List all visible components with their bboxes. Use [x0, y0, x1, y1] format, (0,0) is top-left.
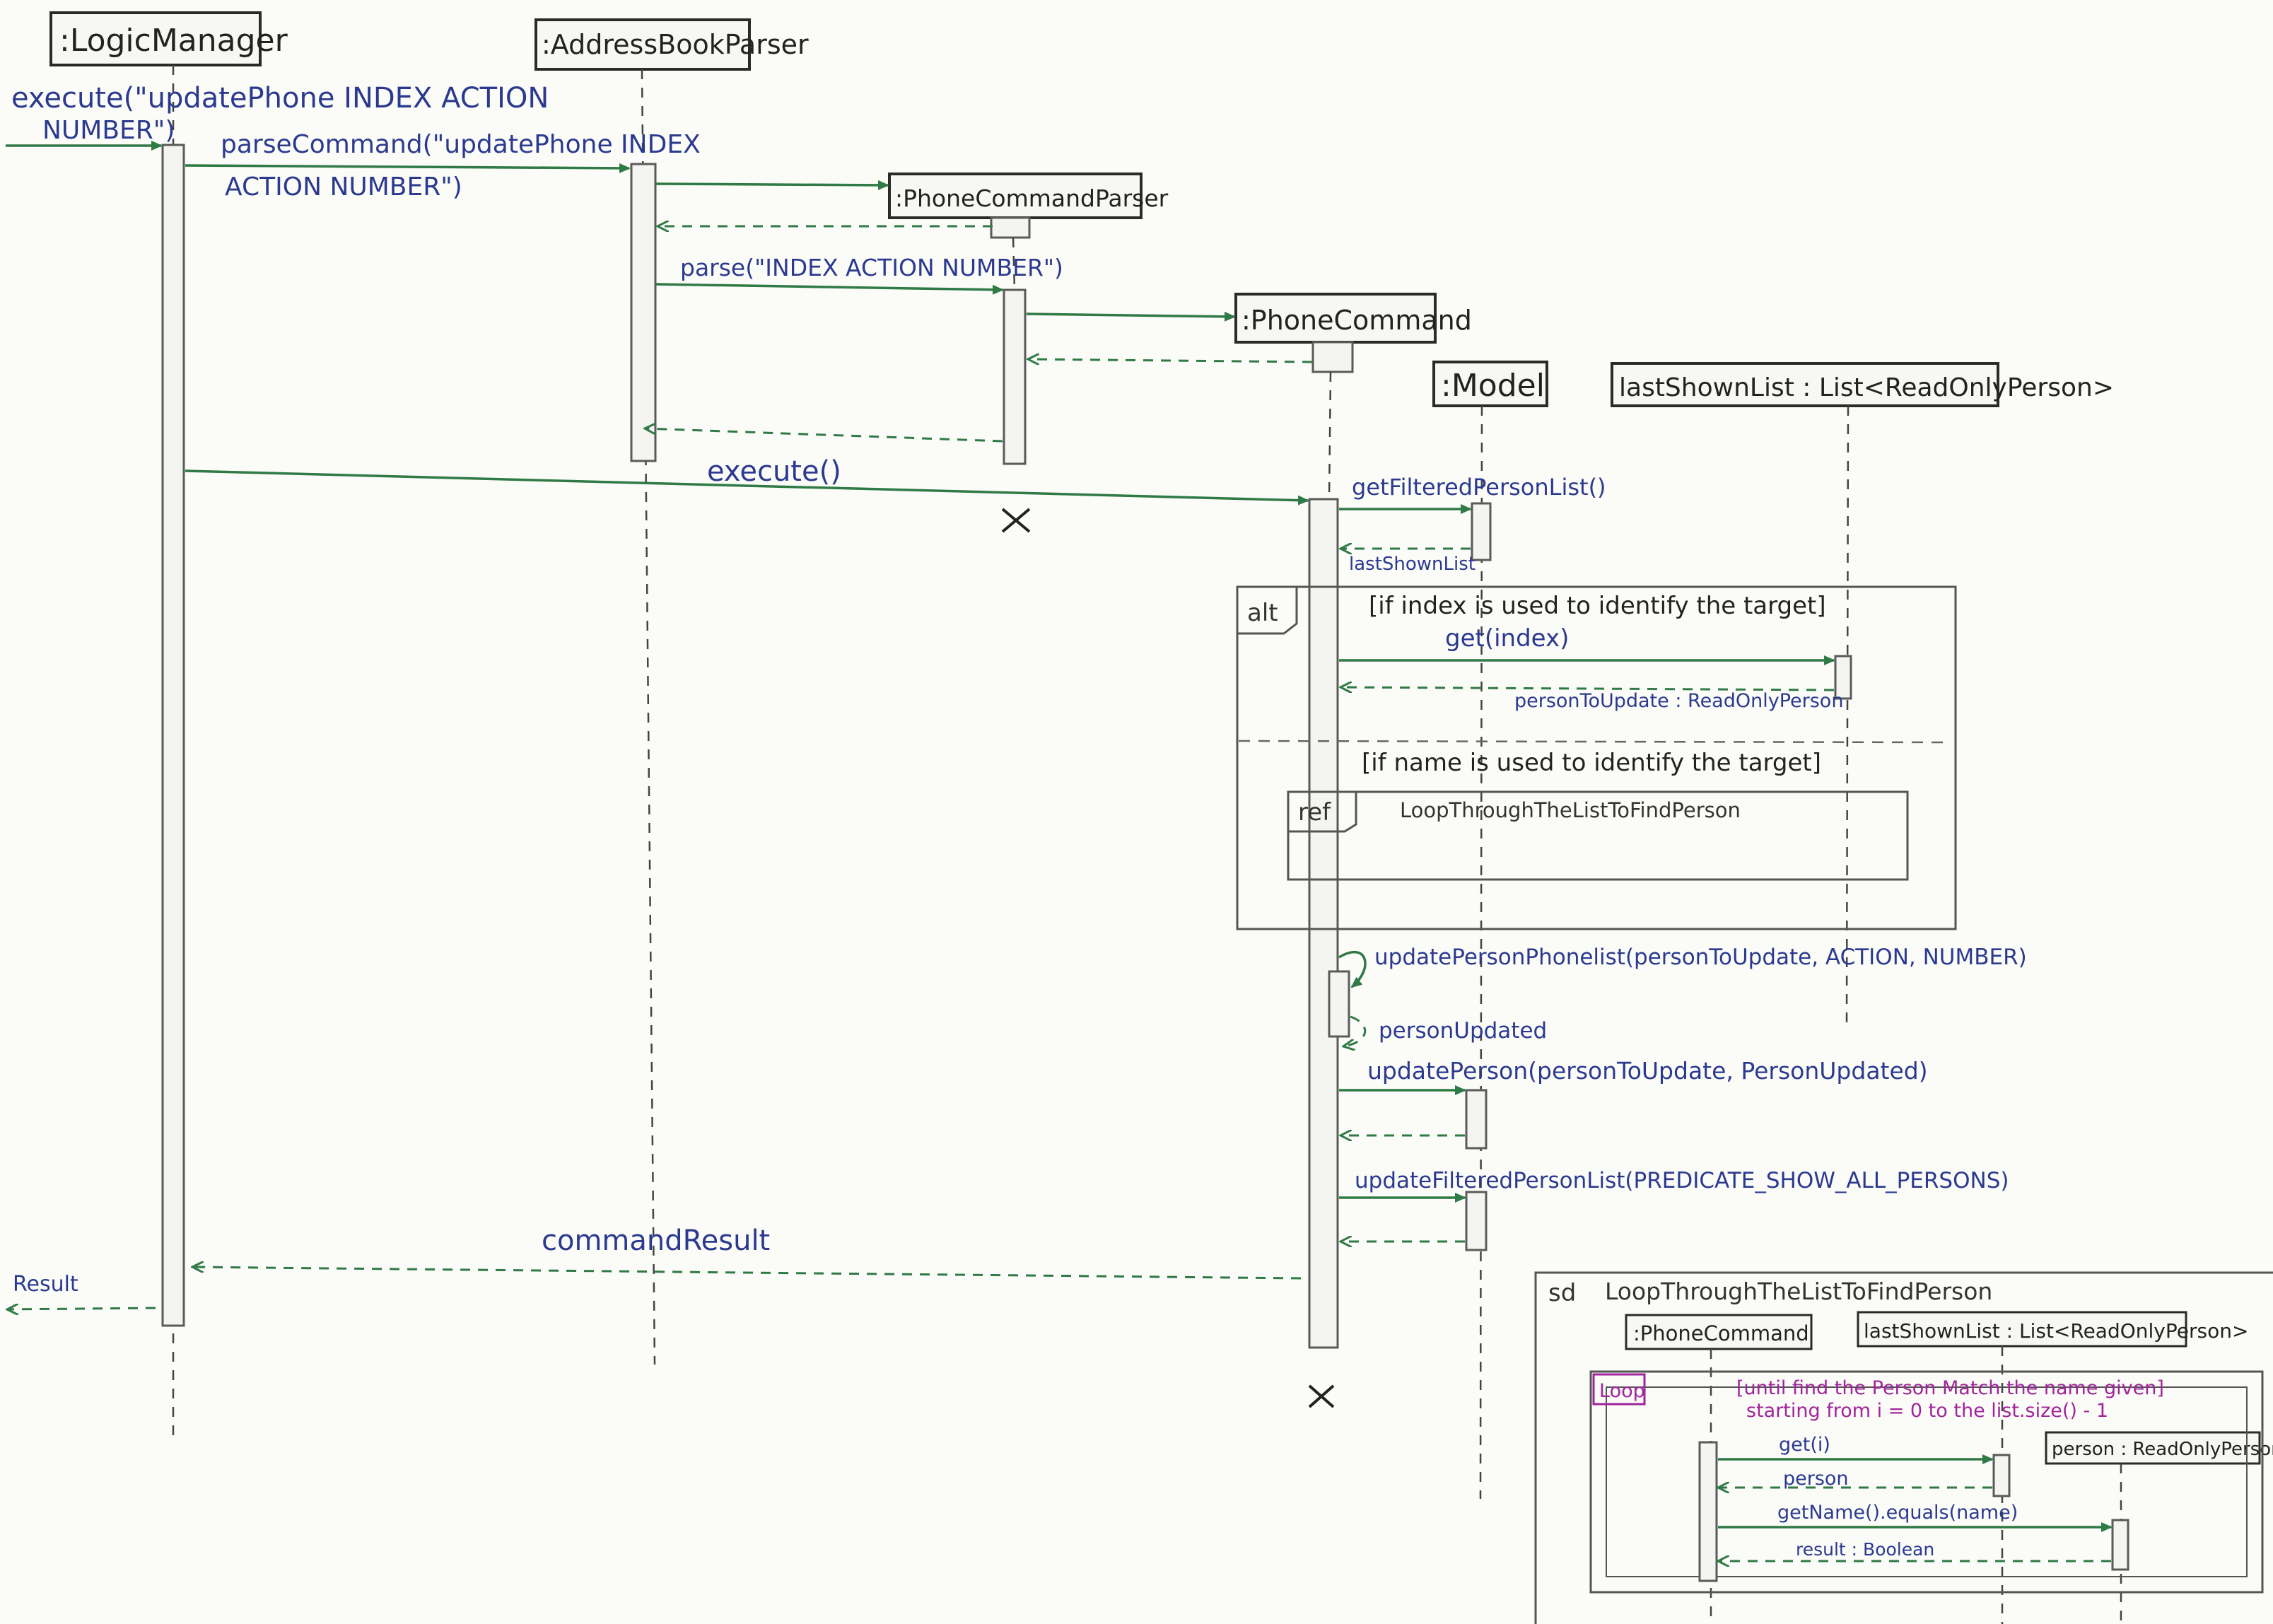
alt-frame-tag: alt [1247, 599, 1278, 627]
message-update-filtered-label: updateFilteredPersonList(PREDICATE_SHOW_… [1355, 1168, 2009, 1193]
sd-last-shown-list-label: lastShownList : List<ReadOnlyPerson> [1864, 1319, 2248, 1343]
return-person-to-update: personToUpdate : ReadOnlyPerson [1340, 687, 1843, 712]
lifeline-address-book-parser: :AddressBookParser [534, 18, 809, 1365]
loop-tag-box [1592, 1373, 1646, 1406]
return-result: Result [7, 1272, 156, 1309]
ref-frame-name: LoopThroughTheListToFindPerson [1400, 798, 1741, 822]
sd-frame-tag: sd [1548, 1279, 1576, 1307]
sd-phone-command-label: :PhoneCommand [1633, 1321, 1809, 1345]
message-update-phonelist-label: updatePersonPhonelist(personToUpdate, AC… [1374, 945, 2027, 970]
message-get-filtered-person-list: getFilteredPersonList() [1339, 474, 1606, 514]
activation-model-3 [1465, 1191, 1488, 1251]
sd-activation-person [2111, 1519, 2129, 1571]
message-update-person: updatePerson(personToUpdate, PersonUpdat… [1339, 1057, 1928, 1095]
loop-tag: Loop [1599, 1380, 1645, 1402]
return-person-updated: personUpdated [1343, 1015, 1547, 1046]
sd-message-get-i-label: get(i) [1779, 1434, 1830, 1456]
sd-return-person-label: person [1783, 1468, 1849, 1490]
return-command-result-label: commandResult [542, 1225, 770, 1257]
activation-address-book-parser [630, 163, 657, 462]
sd-return-result-label: result : Boolean [1796, 1539, 1934, 1560]
message-get-index-label: get(index) [1445, 624, 1569, 653]
lifeline-model-label: :Model [1441, 368, 1545, 404]
lifeline-phone-command-label: :PhoneCommand [1241, 305, 1472, 336]
activation-logic-manager [161, 144, 185, 1327]
message-execute-in-label-2: NUMBER") [42, 116, 175, 145]
message-parse-command-label-2: ACTION NUMBER") [225, 173, 462, 201]
ref-frame-tag: ref [1298, 798, 1331, 826]
message-create-phone-command-parser [655, 180, 889, 190]
destroy-phone-command [1308, 1384, 1335, 1408]
message-execute-in: execute("updatePhone INDEX ACTION NUMBER… [6, 82, 549, 151]
message-create-phone-command [1026, 311, 1236, 322]
message-execute: execute() [185, 455, 1309, 506]
return-phone-command [1028, 359, 1313, 362]
message-update-person-phonelist: updatePersonPhonelist(personToUpdate, AC… [1338, 945, 2027, 988]
lifeline-phone-command-parser-label: :PhoneCommandParser [895, 185, 1169, 212]
return-command-result: commandResult [192, 1225, 1302, 1280]
alt-guard-1: [if index is used to identify the target… [1369, 592, 1826, 620]
loop-frame [1589, 1370, 2264, 1594]
message-execute-in-label-1: execute("updatePhone INDEX ACTION [11, 82, 549, 115]
return-last-shown-list: lastShownList [1340, 549, 1476, 575]
activation-model-1 [1471, 502, 1492, 561]
message-update-person-label: updatePerson(personToUpdate, PersonUpdat… [1367, 1057, 1928, 1085]
lifeline-logic-manager: :LogicManager [49, 11, 288, 1442]
sd-frame-name: LoopThroughTheListToFindPerson [1605, 1278, 1992, 1305]
lifeline-last-shown-list-label: lastShownList : List<ReadOnlyPerson> [1619, 373, 2114, 402]
activation-model-2 [1465, 1089, 1488, 1150]
activation-phone-command-self [1328, 970, 1350, 1038]
sd-message-get-name-label: getName().equals(name) [1777, 1502, 2018, 1524]
lifeline-address-book-parser-label: :AddressBookParser [542, 29, 809, 60]
message-parse-label: parse("INDEX ACTION NUMBER") [680, 254, 1063, 281]
lifeline-phone-command: :PhoneCommand [1234, 293, 1472, 1408]
lifeline-last-shown-list: lastShownList : List<ReadOnlyPerson> [1611, 362, 2114, 1026]
message-update-filtered-person-list: updateFilteredPersonList(PREDICATE_SHOW_… [1339, 1168, 2009, 1203]
loop-guard-1: [until find the Person Match the name gi… [1736, 1377, 2164, 1399]
lifeline-phone-command-parser: :PhoneCommandParser [888, 173, 1169, 533]
return-result-label: Result [13, 1272, 78, 1297]
activation-phone-command [1308, 498, 1339, 1349]
activation-last-shown-list [1834, 655, 1852, 700]
message-get-filtered-label: getFilteredPersonList() [1352, 474, 1606, 501]
message-parse: parse("INDEX ACTION NUMBER") [655, 254, 1063, 295]
return-person-to-update-label: personToUpdate : ReadOnlyPerson [1514, 690, 1843, 712]
message-parse-command: parseCommand("updatePhone INDEX ACTION N… [185, 130, 701, 201]
sd-person-label: person : ReadOnlyPerson [2052, 1439, 2273, 1460]
return-person-updated-label: personUpdated [1379, 1018, 1547, 1044]
lifeline-model: :Model [1432, 361, 1548, 1500]
alt-frame: alt [if index is used to identify the ta… [1236, 585, 1957, 930]
alt-guard-2: [if name is used to identify the target] [1362, 749, 1821, 777]
destroy-phone-command-parser [1001, 508, 1031, 533]
lifeline-logic-manager-label: :LogicManager [59, 23, 288, 59]
message-parse-command-label-1: parseCommand("updatePhone INDEX [221, 130, 701, 159]
return-last-shown-list-label: lastShownList [1349, 554, 1476, 575]
ref-frame: ref LoopThroughTheListToFindPerson [1287, 790, 1909, 881]
message-execute-label: execute() [707, 455, 841, 488]
activation-phone-command-parser [1003, 288, 1027, 465]
phone-command-parser-stub [990, 216, 1031, 239]
message-get-index: get(index) [1339, 624, 1835, 665]
sd-activation-last-shown-list [1992, 1454, 2011, 1497]
phone-command-stub [1311, 341, 1354, 373]
loop-guard-2: starting from i = 0 to the list.size() -… [1746, 1400, 2108, 1422]
sd-frame: sd LoopThroughTheListToFindPerson :Phone… [1534, 1271, 2273, 1624]
sd-activation-phone-command [1698, 1441, 1718, 1582]
return-parse-result [645, 428, 1003, 443]
